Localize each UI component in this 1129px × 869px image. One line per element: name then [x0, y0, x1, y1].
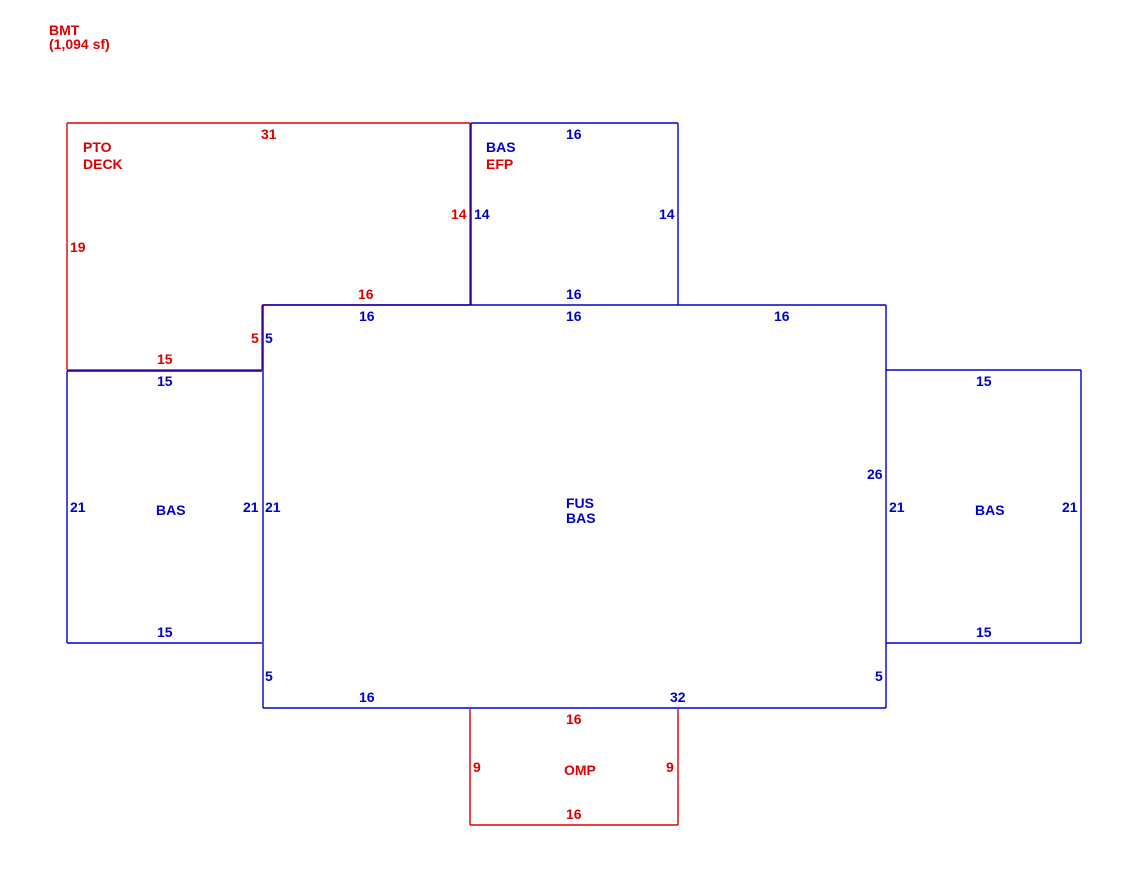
bas-efp-label-efp: EFP	[486, 156, 513, 172]
deck-label: DECK	[83, 156, 123, 172]
dim-omp-left: 9	[473, 759, 481, 775]
dim-efp-left: 14	[474, 206, 490, 222]
fus-bas-label: BAS	[566, 510, 596, 526]
dim-basl-top: 15	[157, 373, 173, 389]
dim-efp-bottom: 16	[566, 286, 582, 302]
header-bmt: BMT	[49, 22, 80, 38]
fus-label: FUS	[566, 495, 594, 511]
dim-basr-right: 21	[1062, 499, 1078, 515]
dim-omp-right: 9	[666, 759, 674, 775]
dim-fus-bottom-left: 16	[359, 689, 375, 705]
bas-efp-label-bas: BAS	[486, 139, 516, 155]
dim-fus-right-inner: 21	[889, 499, 905, 515]
dim-efp-right: 14	[659, 206, 675, 222]
dim-pto-left: 19	[70, 239, 86, 255]
dim-fus-bottom-right: 32	[670, 689, 686, 705]
dim-fus-left: 21	[265, 499, 281, 515]
dim-fus-left-bottom: 5	[265, 668, 273, 684]
dim-omp-bottom: 16	[566, 806, 582, 822]
bas-left-label: BAS	[156, 502, 186, 518]
bas-efp-outline	[470, 122, 679, 305]
dim-fus-right: 26	[867, 466, 883, 482]
dim-fus-top-right: 16	[774, 308, 790, 324]
dim-basl-right: 21	[243, 499, 259, 515]
dim-fus-top-mid: 16	[566, 308, 582, 324]
bas-right-label: BAS	[975, 502, 1005, 518]
dim-pto-top: 31	[261, 126, 277, 142]
dim-pto-bottom-left: 15	[157, 351, 173, 367]
omp-outline	[469, 709, 679, 826]
dim-fus-top-left: 16	[359, 308, 375, 324]
dim-basl-left: 21	[70, 499, 86, 515]
dim-pto-step: 5	[251, 330, 259, 346]
dim-pto-bottom-right: 16	[358, 286, 374, 302]
dim-efp-top: 16	[566, 126, 582, 142]
dim-fus-left-top: 5	[265, 330, 273, 346]
dim-fus-right-bottom: 5	[875, 668, 883, 684]
pto-label: PTO	[83, 139, 112, 155]
dim-basr-bottom: 15	[976, 624, 992, 640]
dim-basl-bottom: 15	[157, 624, 173, 640]
omp-label: OMP	[564, 762, 596, 778]
header-area: (1,094 sf)	[49, 36, 110, 52]
bas-right-outline	[886, 369, 1082, 644]
dim-omp-top: 16	[566, 711, 582, 727]
dim-basr-top: 15	[976, 373, 992, 389]
bas-left-outline	[66, 370, 262, 644]
dim-pto-right: 14	[451, 206, 467, 222]
fus-bas-outline	[262, 304, 887, 709]
